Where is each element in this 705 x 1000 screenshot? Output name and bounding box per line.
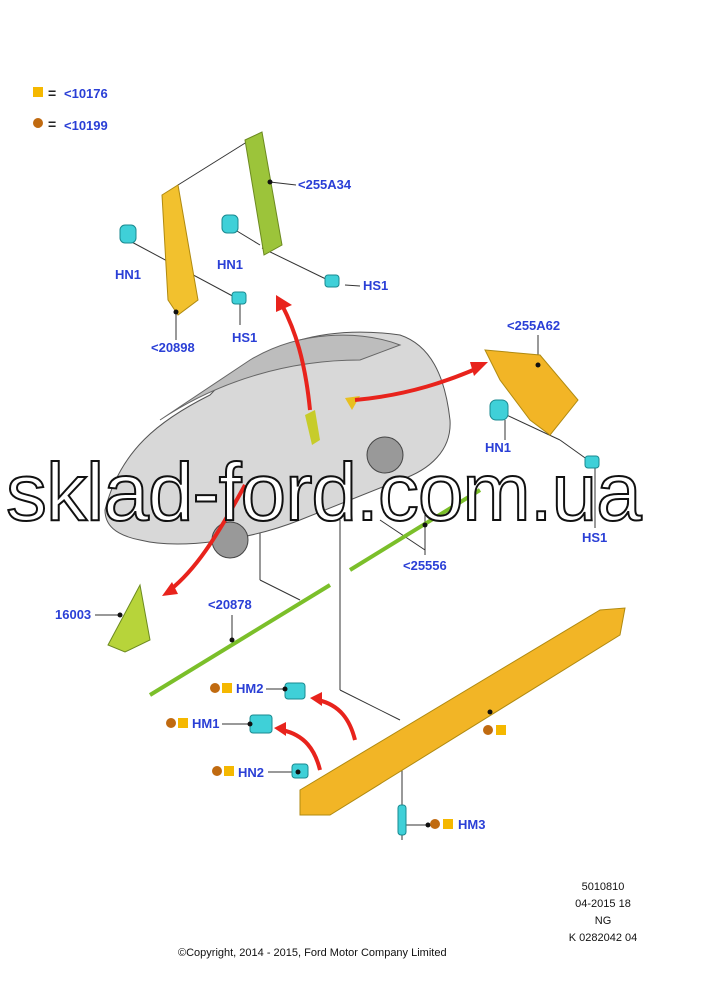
pillar-trim-255A34 [244,131,283,256]
illustration-code: K 0282042 04 [568,932,638,944]
legend-ref-10199[interactable]: <10199 [64,118,108,133]
clip-hn1 [221,214,239,234]
ref-circle-icon [166,718,176,728]
ref-circle-icon [212,766,222,776]
callout-hn2[interactable]: HN2 [238,765,265,780]
callout-16003[interactable]: 16003 [55,607,92,622]
callout-255A62[interactable]: <255A62 [507,318,561,333]
legend-equals: = [48,116,57,132]
callout-hm3[interactable]: HM3 [458,817,486,832]
clip-hs1 [584,455,600,469]
rocker-panel [299,607,626,816]
clip-hm2 [284,682,306,700]
ref-circle-icon [430,819,440,829]
ref-square-icon [443,819,453,829]
legend-square-icon [33,87,43,97]
callout-25556[interactable]: <25556 [403,558,447,573]
clip-hn1 [489,399,509,421]
clip-hn1 [119,224,137,244]
callout-hn1[interactable]: HN1 [217,257,244,272]
arrow-heads [162,295,488,736]
watermark: sklad-ford.com.ua [5,447,643,538]
ref-square-icon [224,766,234,776]
legend-equals: = [48,85,57,101]
callout-hn1[interactable]: HN1 [485,440,512,455]
clip-hs1 [231,291,247,305]
callout-hs1[interactable]: HS1 [232,330,258,345]
moulding-25556 [348,488,482,572]
ref-circle-icon [483,725,493,735]
callout-255A34[interactable]: <255A34 [298,177,352,192]
illustration-date: 04-2015 18 [575,898,631,910]
clip-hs1 [324,274,340,288]
callout-20898[interactable]: <20898 [151,340,195,355]
legend-circle-icon [33,118,43,128]
callout-hn1[interactable]: HN1 [115,267,142,282]
illustration-market: NG [594,915,612,927]
ref-circle-icon [210,683,220,693]
legend-ref-10176[interactable]: <10176 [64,86,108,101]
callout-hm2[interactable]: HM2 [236,681,264,696]
ref-square-icon [222,683,232,693]
pillar-trim-20898 [161,184,199,316]
copyright: ©Copyright, 2014 - 2015, Ford Motor Comp… [178,947,447,959]
illustration-number: 5010810 [581,881,625,893]
red-arrows [168,304,479,771]
moulding-20878 [148,583,332,697]
trim-255A62 [484,349,579,436]
callout-20878[interactable]: <20878 [208,597,252,612]
callout-hs1[interactable]: HS1 [363,278,389,293]
clip-hm3 [397,804,407,836]
callout-hm1[interactable]: HM1 [192,716,220,731]
part-16003 [107,583,151,653]
ref-square-icon [178,718,188,728]
callout-hs1[interactable]: HS1 [582,530,608,545]
clip-hm1 [249,714,273,734]
ref-square-icon [496,725,506,735]
